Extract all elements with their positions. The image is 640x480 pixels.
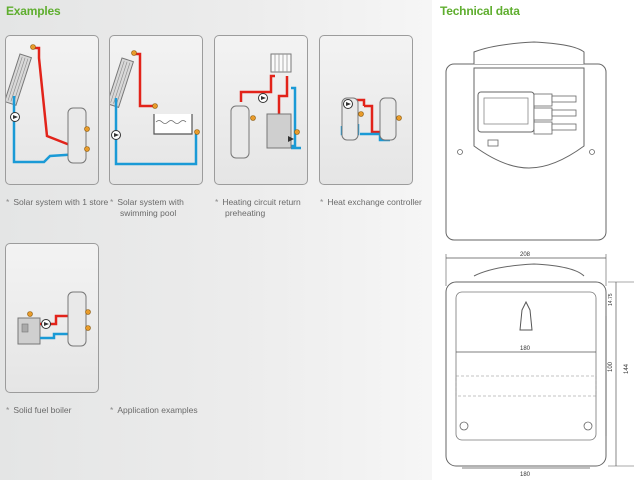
example-card-heating-return[interactable] [214, 35, 308, 185]
dim-height-total: 144 [624, 363, 630, 374]
dim-height-small: 14.75 [608, 293, 614, 306]
caption-heat-exchange: *Heat exchange controller [320, 197, 422, 207]
caption-solid-fuel: *Solid fuel boiler [6, 405, 72, 415]
heat-exchange-diagram [340, 97, 402, 142]
solar-1-store-diagram [6, 44, 90, 164]
dim-width-inner-bottom: 180 [520, 472, 531, 478]
dim-height-inner: 100 [608, 361, 614, 372]
examples-heading: Examples [6, 4, 61, 18]
example-card-solar-1-store[interactable] [5, 35, 99, 185]
caption-solar-1-store: *Solar system with 1 store [6, 197, 109, 207]
examples-panel: Examples *Solar system wi [0, 0, 432, 480]
technical-data-heading: Technical data [440, 4, 520, 18]
dim-width-total: 208 [520, 252, 531, 258]
caption-heating-return: *Heating circuit return preheating [215, 197, 301, 218]
caption-application-examples: *Application examples [110, 405, 198, 415]
example-card-solid-fuel[interactable] [5, 243, 99, 393]
solid-fuel-diagram [17, 291, 91, 347]
dimension-view-drawing: 208 180 180 144 100 14.75 [445, 252, 634, 478]
solar-pool-diagram [110, 50, 200, 166]
heating-return-diagram [230, 53, 301, 159]
example-card-solar-pool[interactable] [109, 35, 203, 185]
front-view-drawing [445, 41, 607, 241]
example-card-heat-exchange[interactable] [319, 35, 413, 185]
dim-width-inner-top: 180 [520, 346, 531, 352]
caption-solar-pool: *Solar system with swimming pool [110, 197, 184, 218]
